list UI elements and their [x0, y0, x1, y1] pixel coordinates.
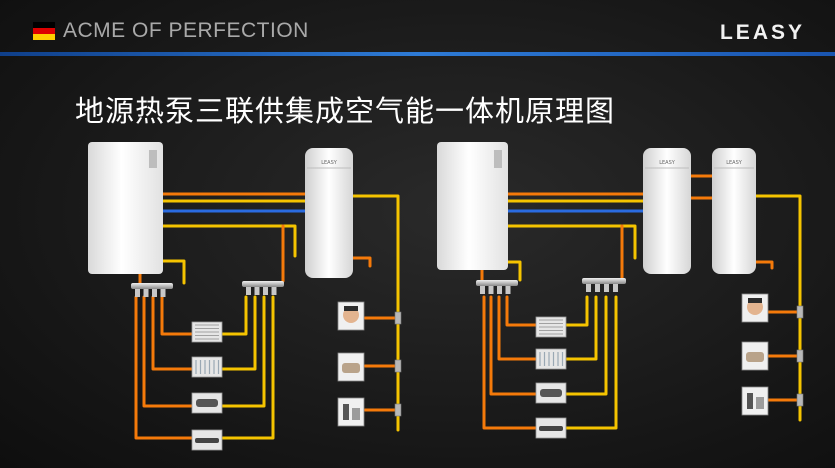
riser-valve	[394, 359, 402, 373]
manifold	[131, 283, 173, 289]
towel-rail-icon	[195, 438, 219, 443]
flag-stripe	[33, 22, 55, 28]
water-tank	[643, 148, 691, 274]
heat-pump-unit	[437, 142, 508, 270]
pipe	[564, 295, 598, 361]
manifold-valve	[480, 286, 485, 294]
pipe	[506, 224, 637, 260]
manifold	[242, 281, 284, 287]
riser-valve	[796, 349, 804, 363]
person-hair-icon	[344, 306, 358, 311]
pipe	[482, 295, 538, 430]
manifold-valve	[160, 289, 166, 297]
pipe	[497, 295, 538, 361]
water-tank	[712, 148, 756, 274]
pipe	[350, 256, 372, 268]
flag-stripe	[33, 34, 55, 40]
water-outlet-panel	[741, 386, 769, 416]
pipe	[350, 194, 400, 432]
pipe	[564, 295, 589, 327]
manifold-valve	[135, 289, 140, 297]
leasy-logo: LEASY	[719, 21, 805, 44]
header-divider	[0, 52, 835, 56]
riser-valve	[394, 403, 402, 417]
pipe	[160, 295, 194, 336]
fan-coil-icon	[196, 399, 218, 407]
slide-title: 地源热泵三联供集成空气能一体机原理图	[75, 94, 616, 128]
shower-icon	[747, 393, 753, 409]
flag-stripe	[33, 28, 55, 34]
manifold-valve	[505, 286, 511, 294]
brand-tagline: ACME OF PERFECTION	[63, 19, 309, 42]
manifold-valve	[595, 284, 600, 292]
riser-valve	[796, 305, 804, 319]
manifold-valve	[143, 289, 149, 297]
manifold-valve	[497, 286, 502, 294]
pipe	[220, 295, 248, 336]
manifold-valve	[488, 286, 494, 294]
pipe	[142, 295, 194, 408]
shower-head-icon	[352, 408, 360, 420]
pipe	[489, 295, 538, 396]
manifold-valve	[613, 284, 618, 292]
water-outlet-panel	[337, 397, 365, 427]
pipe	[220, 295, 275, 440]
pipe	[564, 295, 608, 396]
shower-head-icon	[756, 397, 764, 409]
riser-valve	[394, 311, 402, 325]
manifold-valve	[271, 287, 277, 295]
tank-brand-label: LEASY	[321, 160, 338, 166]
pipe	[134, 295, 194, 440]
manifold-valve	[586, 284, 591, 292]
sink-faucet-icon	[342, 363, 360, 373]
manifold-valve	[152, 289, 157, 297]
manifold	[476, 280, 518, 286]
manifold-valve	[604, 284, 609, 292]
tank-brand-label: LEASY	[726, 160, 743, 166]
fan-coil-icon	[540, 389, 562, 397]
riser-valve	[796, 393, 804, 407]
manifold-valve	[246, 287, 251, 295]
pipe	[753, 260, 774, 270]
towel-rail-icon	[539, 426, 563, 431]
equipment-layer: LEASY LEASY LEASY	[88, 142, 804, 451]
shower-icon	[343, 404, 349, 420]
slide-header: ACME OF PERFECTION LEASY	[0, 0, 835, 58]
person-hair-icon	[748, 298, 762, 303]
manifold-valve	[263, 287, 268, 295]
manifold-valve	[254, 287, 260, 295]
manifold	[582, 278, 626, 284]
pipe	[753, 194, 802, 422]
tank-brand-label: LEASY	[659, 160, 676, 166]
sink-faucet-icon	[746, 352, 764, 362]
pipe	[564, 295, 618, 430]
pipe	[151, 295, 194, 371]
water-tank	[305, 148, 353, 278]
pipe	[161, 224, 297, 258]
pipe	[220, 295, 257, 371]
pipe	[505, 295, 538, 327]
heat-pump-unit	[88, 142, 163, 274]
unit-vent	[494, 150, 502, 168]
german-flag-icon	[33, 22, 55, 40]
unit-vent	[149, 150, 157, 168]
pipe	[220, 295, 266, 408]
